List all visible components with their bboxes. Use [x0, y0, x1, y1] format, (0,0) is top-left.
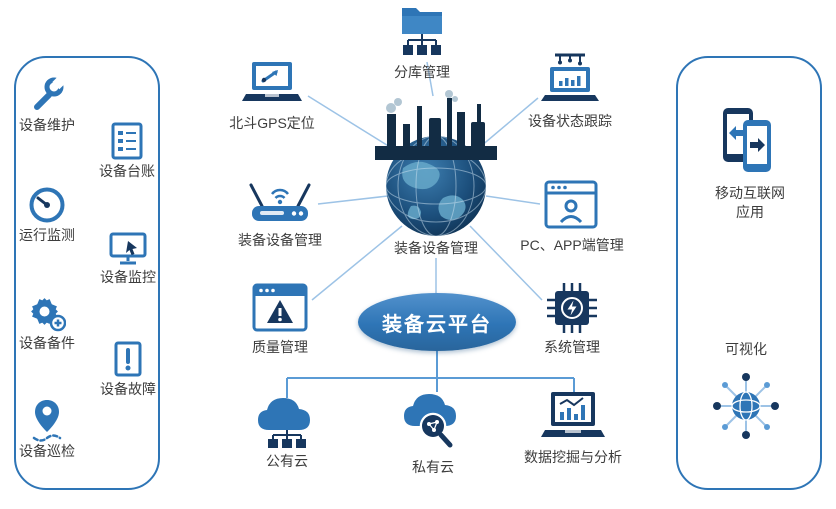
node-label-pc-app: PC、APP端管理: [520, 237, 624, 253]
folder-network-icon: [396, 2, 448, 60]
node-label-quality: 质量管理: [252, 339, 308, 355]
node-label-private-cloud: 私有云: [412, 459, 454, 475]
left-item-label-surveillance: 设备监控: [100, 269, 156, 285]
factory-globe-icon: [373, 88, 499, 238]
node-label-warehouse: 分库管理: [394, 64, 450, 80]
left-item-label-patrol: 设备巡检: [19, 443, 75, 459]
laptop-gps-icon: [240, 60, 304, 108]
router-icon: [246, 178, 314, 226]
globe-network-icon: [708, 368, 784, 444]
patrol-pin-icon: [29, 398, 65, 442]
gear-icon: [28, 294, 67, 332]
cloud-search-icon: [400, 388, 466, 450]
hub-label: 装备设备管理: [391, 239, 481, 258]
left-item-label-fault: 设备故障: [100, 381, 156, 397]
platform-label: 装备云平台: [382, 313, 492, 336]
monitor-icon: [109, 232, 147, 266]
left-item-label-spare-parts: 设备备件: [19, 335, 75, 351]
node-label-data-mining: 数据挖掘与分析: [524, 449, 622, 465]
browser-warning-icon: [252, 283, 308, 333]
left-item-label-maintenance: 设备维护: [19, 117, 75, 133]
right-item-label-visualization: 可视化: [725, 341, 767, 357]
node-label-public-cloud: 公有云: [266, 453, 308, 469]
chip-icon: [546, 282, 598, 334]
node-label-device-mgmt: 装备设备管理: [238, 232, 322, 248]
fault-icon: [112, 340, 144, 378]
browser-person-icon: [544, 180, 598, 230]
mobile-phones-icon: [717, 106, 777, 176]
wrench-icon: [29, 75, 66, 112]
ledger-icon: [110, 122, 144, 160]
node-label-status: 设备状态跟踪: [528, 113, 612, 129]
right-item-label-mobile-internet: 移动互联网 应用: [715, 185, 785, 220]
node-label-system: 系统管理: [544, 339, 600, 355]
laptop-analytics-icon: [541, 390, 605, 442]
cloud-network-icon: [254, 392, 320, 450]
left-item-label-monitoring: 运行监测: [19, 227, 75, 243]
gauge-icon: [28, 186, 66, 224]
node-label-gps: 北斗GPS定位: [229, 115, 315, 131]
laptop-status-icon: [540, 52, 600, 104]
platform-ellipse: 装备云平台: [358, 293, 516, 351]
left-item-label-ledger: 设备台账: [99, 163, 155, 179]
